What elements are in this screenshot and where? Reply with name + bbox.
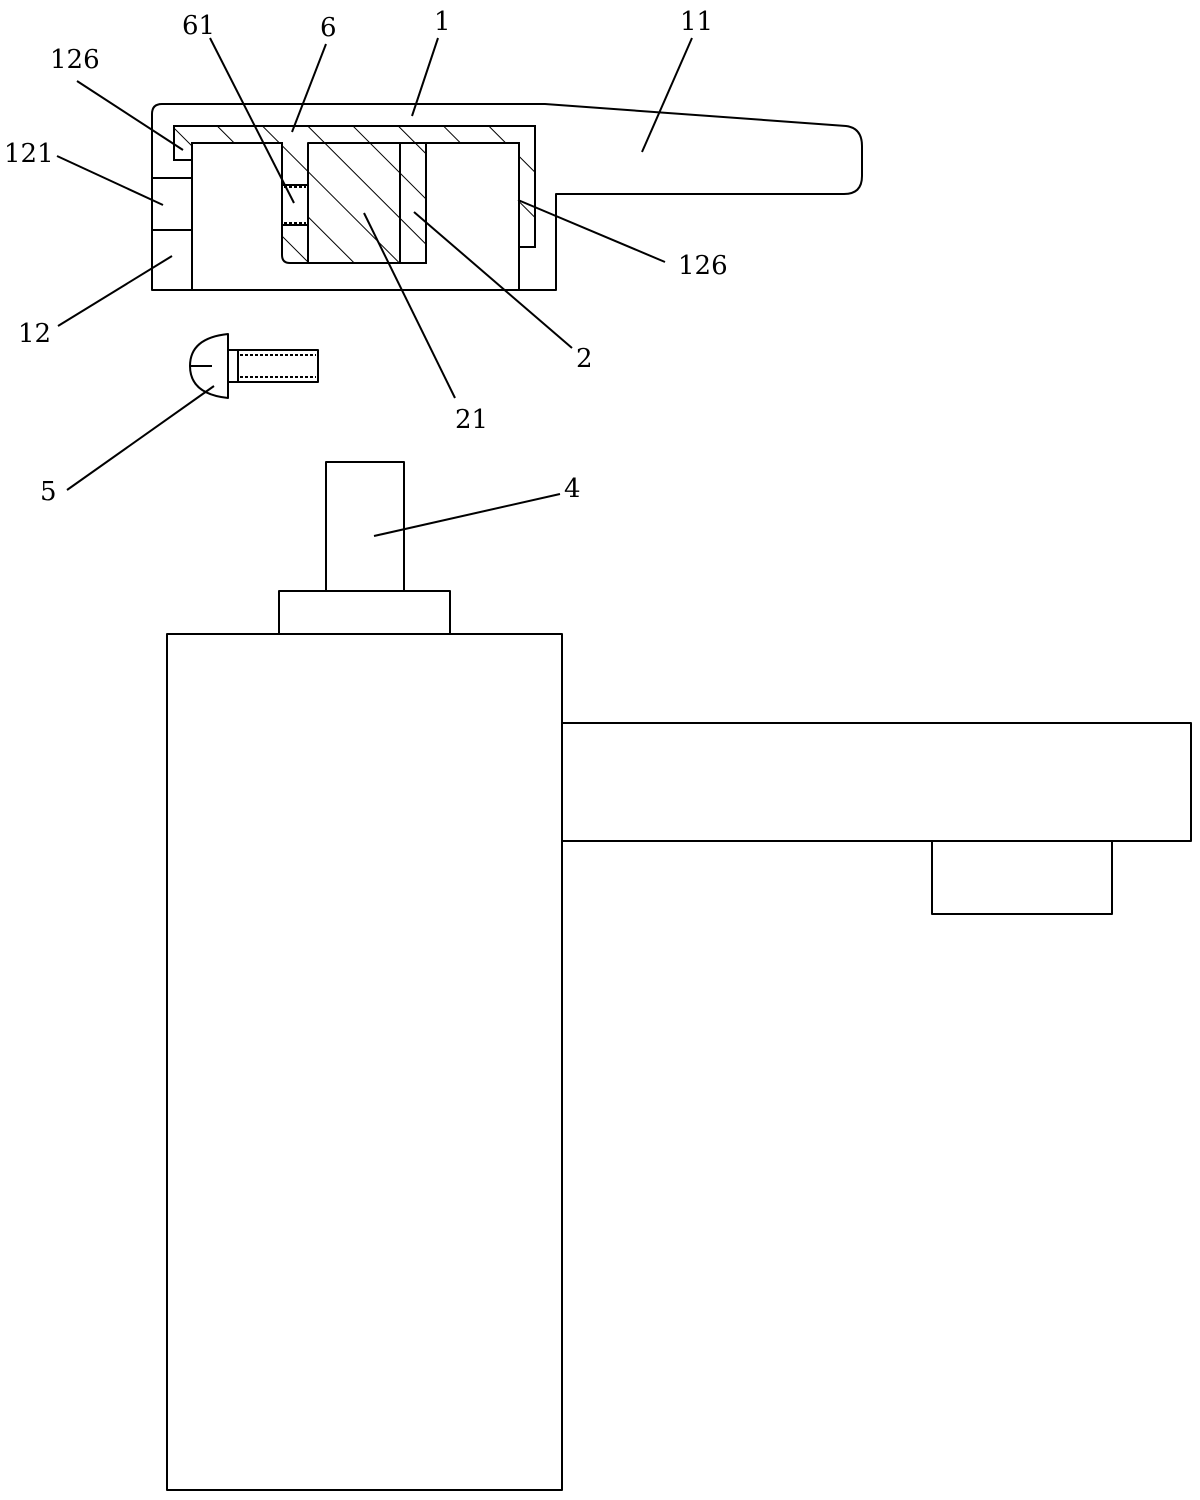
leader-11 [641, 37, 693, 153]
faucet-spout [561, 722, 1192, 842]
leader-1 [411, 37, 439, 117]
handle-assembly [151, 103, 863, 291]
leader-4 [373, 493, 561, 537]
leader-61 [209, 37, 295, 204]
ref-label-126b: 126 [678, 251, 728, 281]
leader-5 [66, 385, 215, 491]
faucet-column [166, 633, 563, 1491]
valve-collar [278, 590, 451, 635]
ref-label-21: 21 [455, 405, 488, 435]
ref-label-2: 2 [576, 344, 593, 374]
ref-label-4: 4 [564, 474, 581, 504]
leader-121 [56, 155, 164, 206]
screw-shank [237, 349, 319, 383]
leader-lines [56, 37, 693, 537]
leader-126b [517, 199, 666, 263]
faucet-body [166, 461, 1192, 1491]
screw-neck [227, 349, 239, 383]
leader-21 [363, 212, 456, 399]
ref-label-5: 5 [40, 477, 57, 507]
bore-insert [399, 142, 427, 264]
ref-label-121: 121 [4, 139, 54, 169]
leader-126a [76, 80, 184, 151]
leader-6 [291, 43, 327, 133]
handle-body-outline [151, 103, 863, 291]
ref-label-126a: 126 [50, 45, 100, 75]
leader-12 [57, 255, 173, 327]
ref-label-61: 61 [182, 11, 215, 41]
ref-label-11: 11 [680, 7, 713, 37]
ref-label-6: 6 [320, 13, 337, 43]
screw [189, 333, 319, 399]
spout-outlet [931, 840, 1113, 915]
hatched-sleeve [173, 125, 536, 264]
leader-2 [413, 211, 573, 349]
threaded-hole [281, 184, 309, 226]
ref-label-12: 12 [18, 319, 51, 349]
valve-stem [325, 461, 405, 592]
reference-labels: 126 61 6 1 11 121 126 12 2 21 5 4 [4, 7, 728, 507]
ref-label-1: 1 [434, 7, 451, 37]
